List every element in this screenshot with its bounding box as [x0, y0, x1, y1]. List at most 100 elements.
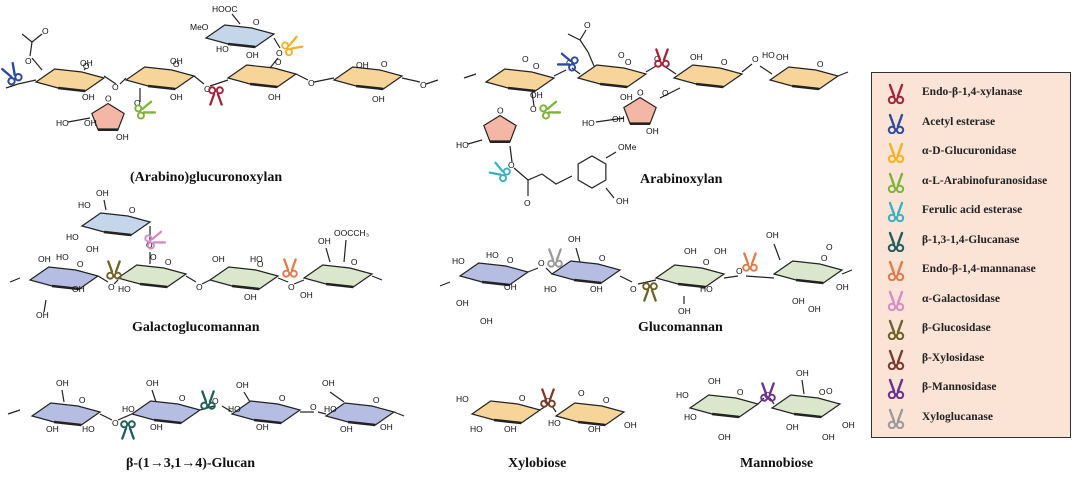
- atom-label: O: [566, 58, 573, 68]
- atom-label: O: [544, 396, 551, 406]
- atom-label: HO: [700, 284, 713, 294]
- chain-end: [837, 71, 849, 77]
- ax-arabinose-ring-1: [483, 114, 517, 143]
- glucuronidase-scissors: [281, 35, 304, 57]
- atom-label: OH: [612, 114, 625, 124]
- atom-label: O: [112, 418, 119, 428]
- bond: [757, 397, 765, 405]
- atom-label: HO: [122, 404, 135, 414]
- atom-label: O: [736, 266, 743, 276]
- ggm-mannose-ring-2-front-edge: [231, 284, 260, 291]
- atom-label: OH: [372, 94, 385, 104]
- atom-label: O: [530, 104, 537, 114]
- scissors-icon: [887, 290, 905, 311]
- bond: [329, 391, 345, 403]
- mb-mannose-ring-1-front-edge: [711, 412, 740, 419]
- atom-label: O: [538, 258, 545, 268]
- mannosidase-scissors: [760, 382, 776, 402]
- bg-glucose-ring-3-front-edge: [253, 418, 282, 425]
- bond: [185, 275, 197, 283]
- gm-glucose-ring-1: [458, 262, 530, 286]
- chain-end: [393, 411, 405, 417]
- bond: [103, 199, 107, 211]
- atom-label: O: [420, 80, 427, 90]
- atom-label: HO: [78, 200, 91, 210]
- atom-label: OH: [300, 290, 313, 300]
- bg-glucose-ring-2-front-edge: [153, 418, 182, 425]
- scissors-icon: [887, 83, 905, 104]
- legend-label: α-L-Arabinofuranosidase: [922, 174, 1048, 187]
- atom-label: OH: [530, 90, 543, 100]
- title-mannobiose: Mannobiose: [740, 456, 814, 471]
- atom-label: O: [308, 78, 315, 88]
- chain-end: [5, 83, 19, 89]
- ferulic-acid-esterase-scissors: [488, 161, 511, 183]
- gm-glucose-ring-2-front-edge: [573, 278, 602, 285]
- ax-xylose-ring-4-front-edge: [791, 84, 820, 91]
- atom-label: OH: [690, 52, 703, 62]
- atom-label: OH: [616, 196, 629, 206]
- bond: [17, 79, 37, 85]
- ax-xylose-ring-1-front-edge: [507, 86, 536, 93]
- ring-oxygen: O: [275, 57, 282, 67]
- xylose-ring-3: [226, 64, 298, 88]
- bond: [113, 279, 119, 285]
- acetyl-bond: [31, 33, 43, 43]
- acetyl-bond: [21, 33, 33, 43]
- atom-label: OH: [842, 420, 855, 430]
- bond: [619, 275, 633, 283]
- bond: [637, 279, 657, 285]
- bond: [723, 275, 739, 279]
- atom-label: OH: [96, 188, 109, 198]
- atom-label: O: [108, 282, 115, 292]
- atom-label: OH: [56, 378, 69, 388]
- bond: [801, 379, 805, 395]
- chain-end: [9, 277, 21, 283]
- atom-label: OH: [322, 378, 335, 388]
- legend-item: β-Mannosidase: [872, 374, 1070, 403]
- ax-xylose-ring-3: [672, 64, 744, 88]
- bond: [277, 277, 289, 283]
- bond: [531, 91, 535, 107]
- bond: [201, 279, 211, 285]
- atom-label: HO: [548, 418, 561, 428]
- bond: [343, 239, 347, 263]
- atom-label: O: [618, 50, 625, 60]
- feruloyl-chain: [513, 167, 573, 185]
- scissors-icon: [887, 319, 905, 340]
- ring-oxygen: O: [129, 205, 136, 215]
- ggm-mannose-ring-3-front-edge: [325, 282, 354, 289]
- atom-label: OH: [776, 52, 789, 62]
- bond: [295, 73, 309, 81]
- atom-label: O: [42, 26, 49, 36]
- atom-label: O: [212, 396, 219, 406]
- atom-label: O: [112, 82, 119, 92]
- gm-glucosidase-scissors: [642, 282, 658, 302]
- ring-oxygen: O: [77, 259, 84, 269]
- gm-glucose-ring-1-front-edge: [481, 280, 510, 287]
- scissors-icon: [887, 83, 905, 104]
- scissors-icon: [887, 113, 905, 134]
- scissors-icon: [887, 319, 905, 340]
- xylose-ring-1-front-edge: [57, 86, 86, 93]
- atom-label: OH: [588, 424, 601, 434]
- atom-label: O: [630, 284, 637, 294]
- glucuronic-ring-front-edge: [227, 42, 256, 49]
- bond: [67, 117, 91, 123]
- bond: [741, 63, 753, 73]
- legend-label: α-D-Glucuronidase: [922, 145, 1017, 157]
- ring-oxygen: O: [351, 257, 358, 267]
- mb-mannose-ring-2-front-edge: [793, 412, 822, 419]
- atom-label: HO: [762, 50, 775, 60]
- atom-label: OH: [590, 284, 603, 294]
- ring-oxygen: O: [173, 59, 180, 69]
- atom-label: O: [196, 282, 203, 292]
- atom-label: OH: [708, 376, 721, 386]
- gm-mannose-ring-1: [654, 264, 726, 288]
- ring-oxygen: O: [819, 387, 826, 397]
- atom-label: OH: [646, 126, 659, 136]
- bond: [151, 389, 157, 403]
- bond: [773, 243, 781, 261]
